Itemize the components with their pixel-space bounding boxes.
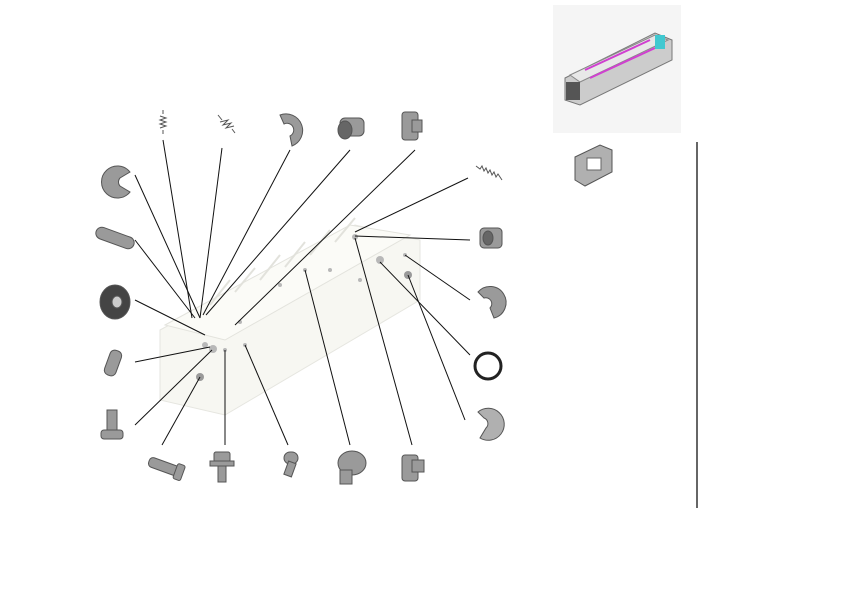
spring-icon	[158, 110, 168, 134]
clip-icon	[401, 454, 425, 482]
screw-icon	[209, 451, 235, 483]
spring-icon	[475, 164, 503, 181]
e-ring-icon	[101, 165, 131, 199]
pin-icon	[103, 349, 123, 377]
pin-icon	[95, 226, 135, 250]
screw-icon	[100, 409, 124, 440]
washer-icon	[99, 284, 131, 320]
screw-icon	[283, 451, 299, 478]
leader-lines	[134, 139, 471, 446]
bushing-icon	[337, 117, 365, 140]
e-ring-icon	[279, 113, 304, 147]
pin-icon	[147, 457, 186, 481]
bushing-icon	[337, 450, 367, 485]
e-ring-icon	[477, 407, 505, 441]
bushing-icon	[479, 227, 503, 249]
clip-icon	[401, 111, 423, 141]
spring-icon	[217, 114, 236, 134]
assembled-unit-thumbnail	[553, 5, 681, 133]
e-ring-icon	[477, 286, 507, 319]
snap-ring-icon	[473, 351, 503, 381]
handle-part-icon	[574, 144, 613, 187]
